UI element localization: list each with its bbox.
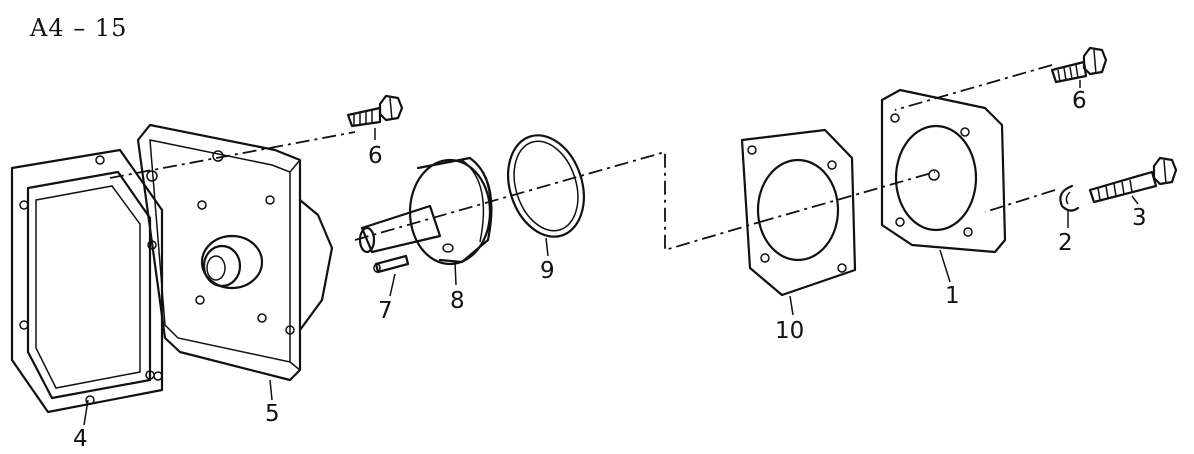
- diagram-title: A4 – 15: [30, 14, 128, 42]
- label-part-8: 8: [450, 288, 465, 314]
- label-part-10: 10: [775, 318, 804, 344]
- label-part-7: 7: [378, 298, 393, 324]
- part-8-shaft: [358, 156, 493, 266]
- label-part-3: 3: [1132, 205, 1147, 231]
- label-part-9: 9: [540, 258, 555, 284]
- part-5-housing: [136, 123, 334, 382]
- label-part-4: 4: [73, 426, 88, 452]
- label-part-5: 5: [265, 401, 280, 427]
- label-part-2: 2: [1058, 230, 1073, 256]
- part-labels: 1 2 3 4 5 6 6 7 8 9 10: [73, 88, 1147, 452]
- part-6-bolt-right: [1050, 46, 1108, 84]
- label-part-1: 1: [945, 283, 960, 309]
- part-4-gasket: [10, 148, 164, 414]
- leader-lines: [83, 80, 1139, 426]
- part-6-bolt-left: [346, 94, 404, 128]
- label-part-6-right: 6: [1072, 88, 1087, 114]
- part-1-cover: [880, 88, 1007, 254]
- label-part-6-left: 6: [368, 143, 383, 169]
- part-3-bolt: [1088, 156, 1178, 204]
- assembly-centerlines: [109, 64, 1056, 252]
- part-10-gasket: [740, 128, 857, 297]
- part-7-pin: [373, 254, 410, 274]
- part-9-oring: [507, 134, 585, 238]
- part-2-washer: [1059, 184, 1080, 212]
